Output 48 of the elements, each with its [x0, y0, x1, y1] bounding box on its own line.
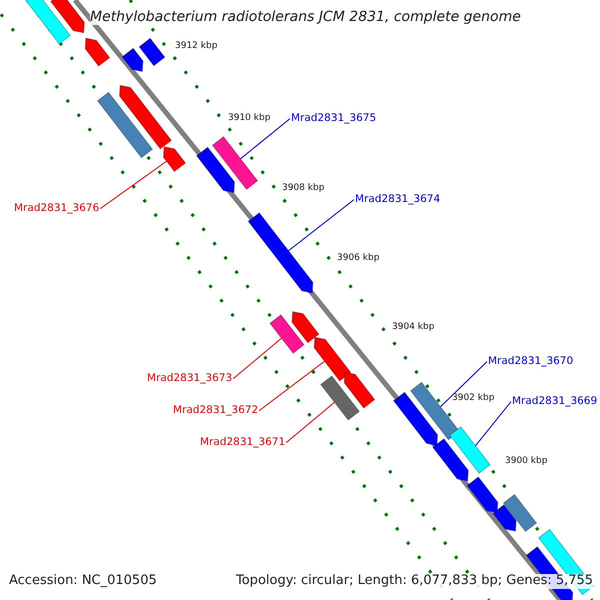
gene-feature [25, 0, 71, 45]
gene-feature [84, 38, 110, 67]
gene-feature [432, 438, 469, 482]
leader-line [288, 199, 354, 252]
gene-feature [248, 212, 314, 294]
title: Methylobacterium radiotolerans JCM 2831, complete genome [90, 9, 521, 26]
gene-feature [314, 336, 352, 382]
leader-line [258, 360, 325, 412]
gene-label: Mrad2831_3676 [14, 202, 100, 214]
gene-label: Mrad2831_3672 [173, 404, 258, 416]
gene-feature [320, 375, 360, 421]
leader-line [475, 401, 512, 446]
gene-feature [212, 136, 258, 190]
gene-label: Mrad2831_3674 [355, 193, 440, 206]
scale-label: 3908 kbp [282, 183, 324, 194]
gene-feature [138, 38, 166, 66]
gene-feature [96, 92, 154, 158]
gene-feature [449, 426, 491, 474]
scale-label: 3910 kbp [228, 113, 270, 124]
accession-text: Accession: NC_010505 [9, 574, 157, 589]
gene-feature [466, 476, 498, 514]
gene-label: Mrad2831_3671 [200, 436, 286, 448]
scale-label: 3912 kbp [175, 41, 218, 52]
gene-feature [344, 372, 376, 409]
scale-label: 3906 kbp [337, 253, 380, 264]
leader-line [100, 160, 167, 210]
leader-line [240, 118, 290, 160]
leader-line [440, 361, 488, 408]
leader-line [286, 402, 335, 444]
gene-feature [122, 48, 144, 72]
gene-label: Mrad2831_3675 [291, 112, 376, 124]
gene-feature [119, 84, 172, 150]
gene-feature [502, 494, 538, 532]
scale-label: 3904 kbp [392, 322, 434, 332]
leader-line [232, 338, 282, 380]
gene-feature [196, 146, 235, 194]
gene-label: Mrad2831_3670 [488, 355, 574, 368]
gene-feature [269, 314, 305, 354]
gene-label: Mrad2831_3673 [147, 372, 232, 384]
gene-feature [162, 146, 186, 172]
gene-feature [492, 504, 517, 532]
gene-feature [50, 0, 85, 34]
scale-label: 3900 kbp [505, 456, 548, 466]
scale-label: 3902 kbp [452, 393, 494, 404]
gene-feature [292, 311, 320, 344]
gene-label: Mrad2831_3669 [512, 395, 598, 408]
gene-feature [392, 392, 438, 446]
genome-info-text: Topology: circular; Length: 6,077,833 bp; Genes: 5,755 [236, 574, 594, 589]
